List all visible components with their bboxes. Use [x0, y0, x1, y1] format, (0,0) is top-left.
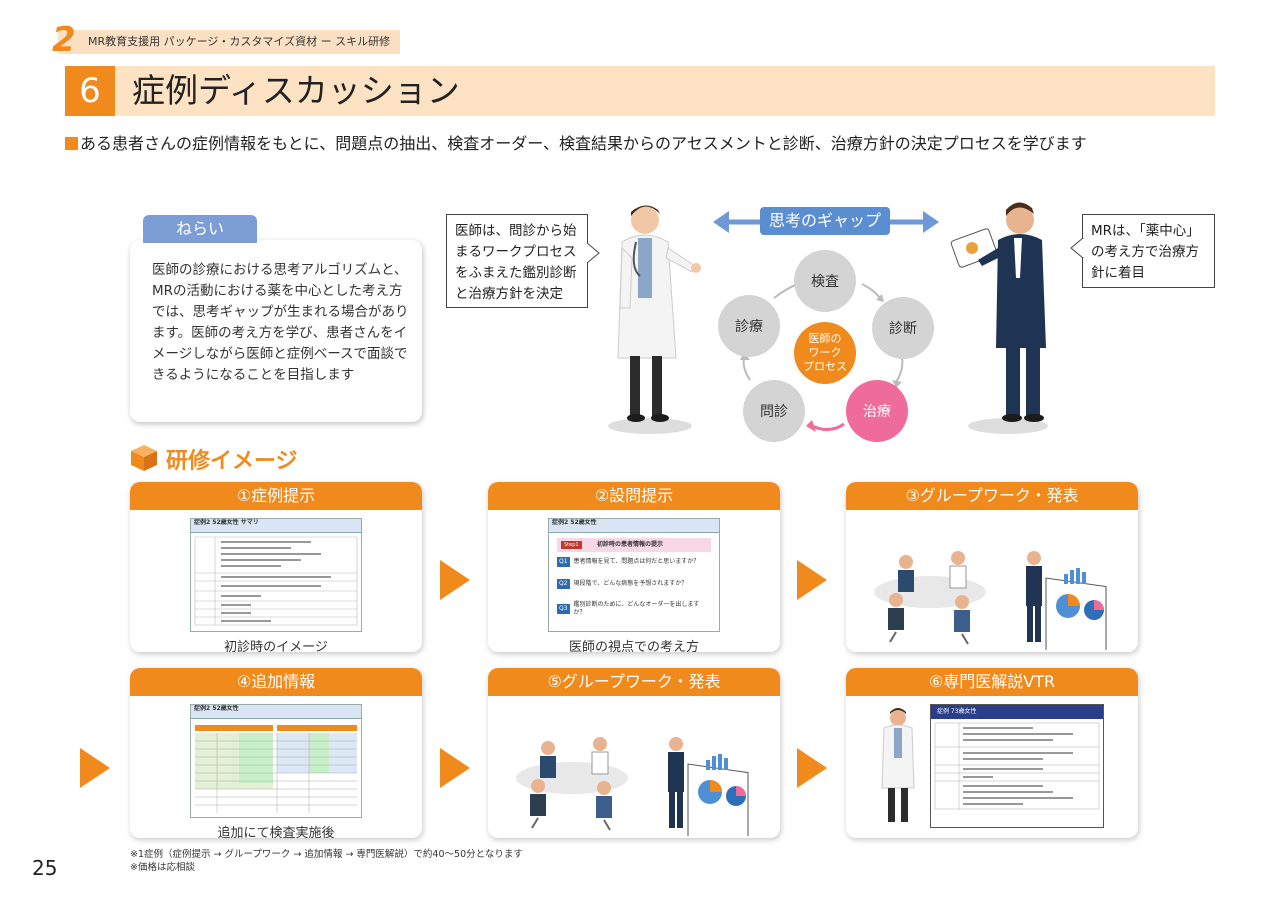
question-number: Q1 [557, 557, 570, 567]
card-group-work-2: ⑤グループワーク・発表 [488, 668, 780, 838]
square-bullet-icon [65, 137, 78, 150]
doctor-bubble-text: 医師は、問診から始まるワークプロセスをふまえた鑑別診断と治療方針を決定 [455, 223, 577, 302]
question-step-title: 初診時の患者情報の提示 [597, 541, 664, 548]
process-node-diagnosis-label: 診断 [889, 321, 917, 337]
flow-arrow-icon [797, 748, 827, 788]
case-screen-tag: サマリ [240, 519, 259, 526]
card-additional-info: ④追加情報 症例2 52歳女性 追加にて検査実施後 [130, 668, 422, 838]
process-center: 医師の ワーク プロセス [794, 322, 856, 384]
card-title: ②設問提示 [488, 482, 780, 510]
question-text: 患者情報を見て、問題点は何だと思いますか？ [573, 558, 700, 565]
lead-sentence: ある患者さんの症例情報をもとに、問題点の抽出、検査オーダー、検査結果からのアセス… [80, 134, 1087, 153]
lab-screen-header: 症例2 52歳女性 [191, 705, 361, 719]
mr-illustration [950, 202, 1048, 434]
card-title: ⑥専門医解説VTR [846, 668, 1138, 696]
process-node-exam-label: 検査 [811, 274, 839, 290]
aim-text: 医師の診療における思考アルゴリズムと、MRの活動における薬を中心とした考え方では… [152, 262, 409, 383]
flow-arrow-icon [440, 560, 470, 600]
process-center-line1: 医師の [808, 332, 842, 345]
process-node-care: 診療 [718, 295, 780, 357]
process-node-exam: 検査 [794, 250, 856, 312]
process-center-line2: ワーク [808, 346, 842, 359]
group-work-illustration [516, 737, 749, 838]
vtr-screen-title: 症例 73歳女性 [937, 708, 977, 715]
vtr-table-lines [934, 722, 1100, 810]
doctor-bubble: 医師は、問診から始まるワークプロセスをふまえた鑑別診断と治療方針を決定 [446, 214, 588, 308]
process-node-interview: 問診 [743, 380, 805, 442]
process-center-line3: プロセス [803, 360, 847, 373]
card-title: ①症例提示 [130, 482, 422, 510]
process-node-interview-label: 問診 [760, 404, 788, 420]
footnotes: ※1症例（症例提示 → グループワーク → 追加情報 → 専門医解説）で約40～… [130, 848, 523, 874]
aim-box: 医師の診療における思考アルゴリズムと、MRの活動における薬を中心とした考え方では… [130, 240, 422, 422]
question-number: Q2 [557, 579, 570, 589]
process-node-diagnosis: 診断 [872, 297, 934, 359]
gap-label: 思考のギャップ [760, 207, 890, 235]
mr-bubble-pointer [1070, 238, 1084, 258]
title-number: 6 [65, 66, 115, 116]
vtr-screen-header: 症例 73歳女性 [931, 705, 1103, 719]
doctor-bubble-pointer [587, 243, 600, 263]
process-node-treatment: 治療 [846, 380, 908, 442]
case-screen-header: 症例2 52歳女性 サマリ [191, 519, 361, 533]
question-screen-title: 症例2 52歳女性 [552, 519, 597, 526]
cube-icon [131, 445, 157, 471]
group-work-illustration [874, 551, 1107, 652]
question-step-bar: Step1 初診時の患者情報の提示 [557, 538, 711, 552]
lab-screen-thumbnail: 症例2 52歳女性 [190, 704, 362, 818]
question-text: 現段階で、どんな病態を予想されますか？ [573, 580, 688, 587]
mr-bubble-text: MRは、「薬中心」の考え方で治療方針に着目 [1091, 223, 1200, 281]
specialist-doctor-illustration [881, 708, 915, 822]
card-title: ⑤グループワーク・発表 [488, 668, 780, 696]
vtr-screen-thumbnail: 症例 73歳女性 [930, 704, 1104, 828]
flow-arrow-icon [440, 748, 470, 788]
section-tag: MR教育支援用 パッケージ・カスタマイズ資材 ー スキル研修 [58, 30, 401, 54]
flow-arrow-icon [80, 748, 110, 788]
card-title: ④追加情報 [130, 668, 422, 696]
card-title: ③グループワーク・発表 [846, 482, 1138, 510]
card-case-presentation: ①症例提示 症例2 52歳女性 サマリ 初診時のイメージ [130, 482, 422, 652]
mr-bubble: MRは、「薬中心」の考え方で治療方針に着目 [1082, 214, 1215, 288]
flow-arrow-icon [797, 560, 827, 600]
card-caption: 初診時のイメージ [224, 640, 328, 652]
footnote-line: ※価格は応相談 [130, 862, 195, 873]
section-number: 2 [52, 20, 76, 60]
doctor-illustration [608, 205, 701, 434]
card-group-work-1: ③グループワーク・発表 [846, 482, 1138, 652]
process-node-treatment-label: 治療 [863, 404, 891, 420]
training-image-heading: 研修イメージ [166, 449, 298, 474]
page-number: 25 [32, 856, 58, 880]
case-screen-title: 症例2 52歳女性 [194, 519, 239, 526]
question-number: Q3 [557, 604, 570, 614]
question-screen-header: 症例2 52歳女性 [549, 519, 719, 533]
question-text: 鑑別診断のために、どんなオーダーを出しますか？ [573, 601, 700, 616]
title-bar [65, 66, 1215, 116]
lab-screen-title: 症例2 52歳女性 [194, 705, 239, 712]
section-tag-label: MR教育支援用 パッケージ・カスタマイズ資材 ー スキル研修 [88, 35, 391, 48]
card-caption: 追加にて検査実施後 [217, 826, 335, 838]
footnote-line: ※1症例（症例提示 → グループワーク → 追加情報 → 専門医解説）で約40～… [130, 849, 523, 860]
lead-text: ある患者さんの症例情報をもとに、問題点の抽出、検査オーダー、検査結果からのアセス… [65, 130, 1087, 154]
lab-table-grid [195, 725, 357, 813]
case-table-lines [194, 536, 358, 626]
process-node-care-label: 診療 [735, 319, 763, 335]
aim-tab: ねらい [143, 215, 257, 243]
step-badge: Step1 [561, 541, 582, 549]
page-title: 症例ディスカッション [132, 71, 460, 110]
card-specialist-vtr: ⑥専門医解説VTR 症例 73歳女性 [846, 668, 1138, 838]
case-screen-thumbnail: 症例2 52歳女性 サマリ [190, 518, 362, 632]
card-caption: 医師の視点での考え方 [568, 640, 699, 652]
